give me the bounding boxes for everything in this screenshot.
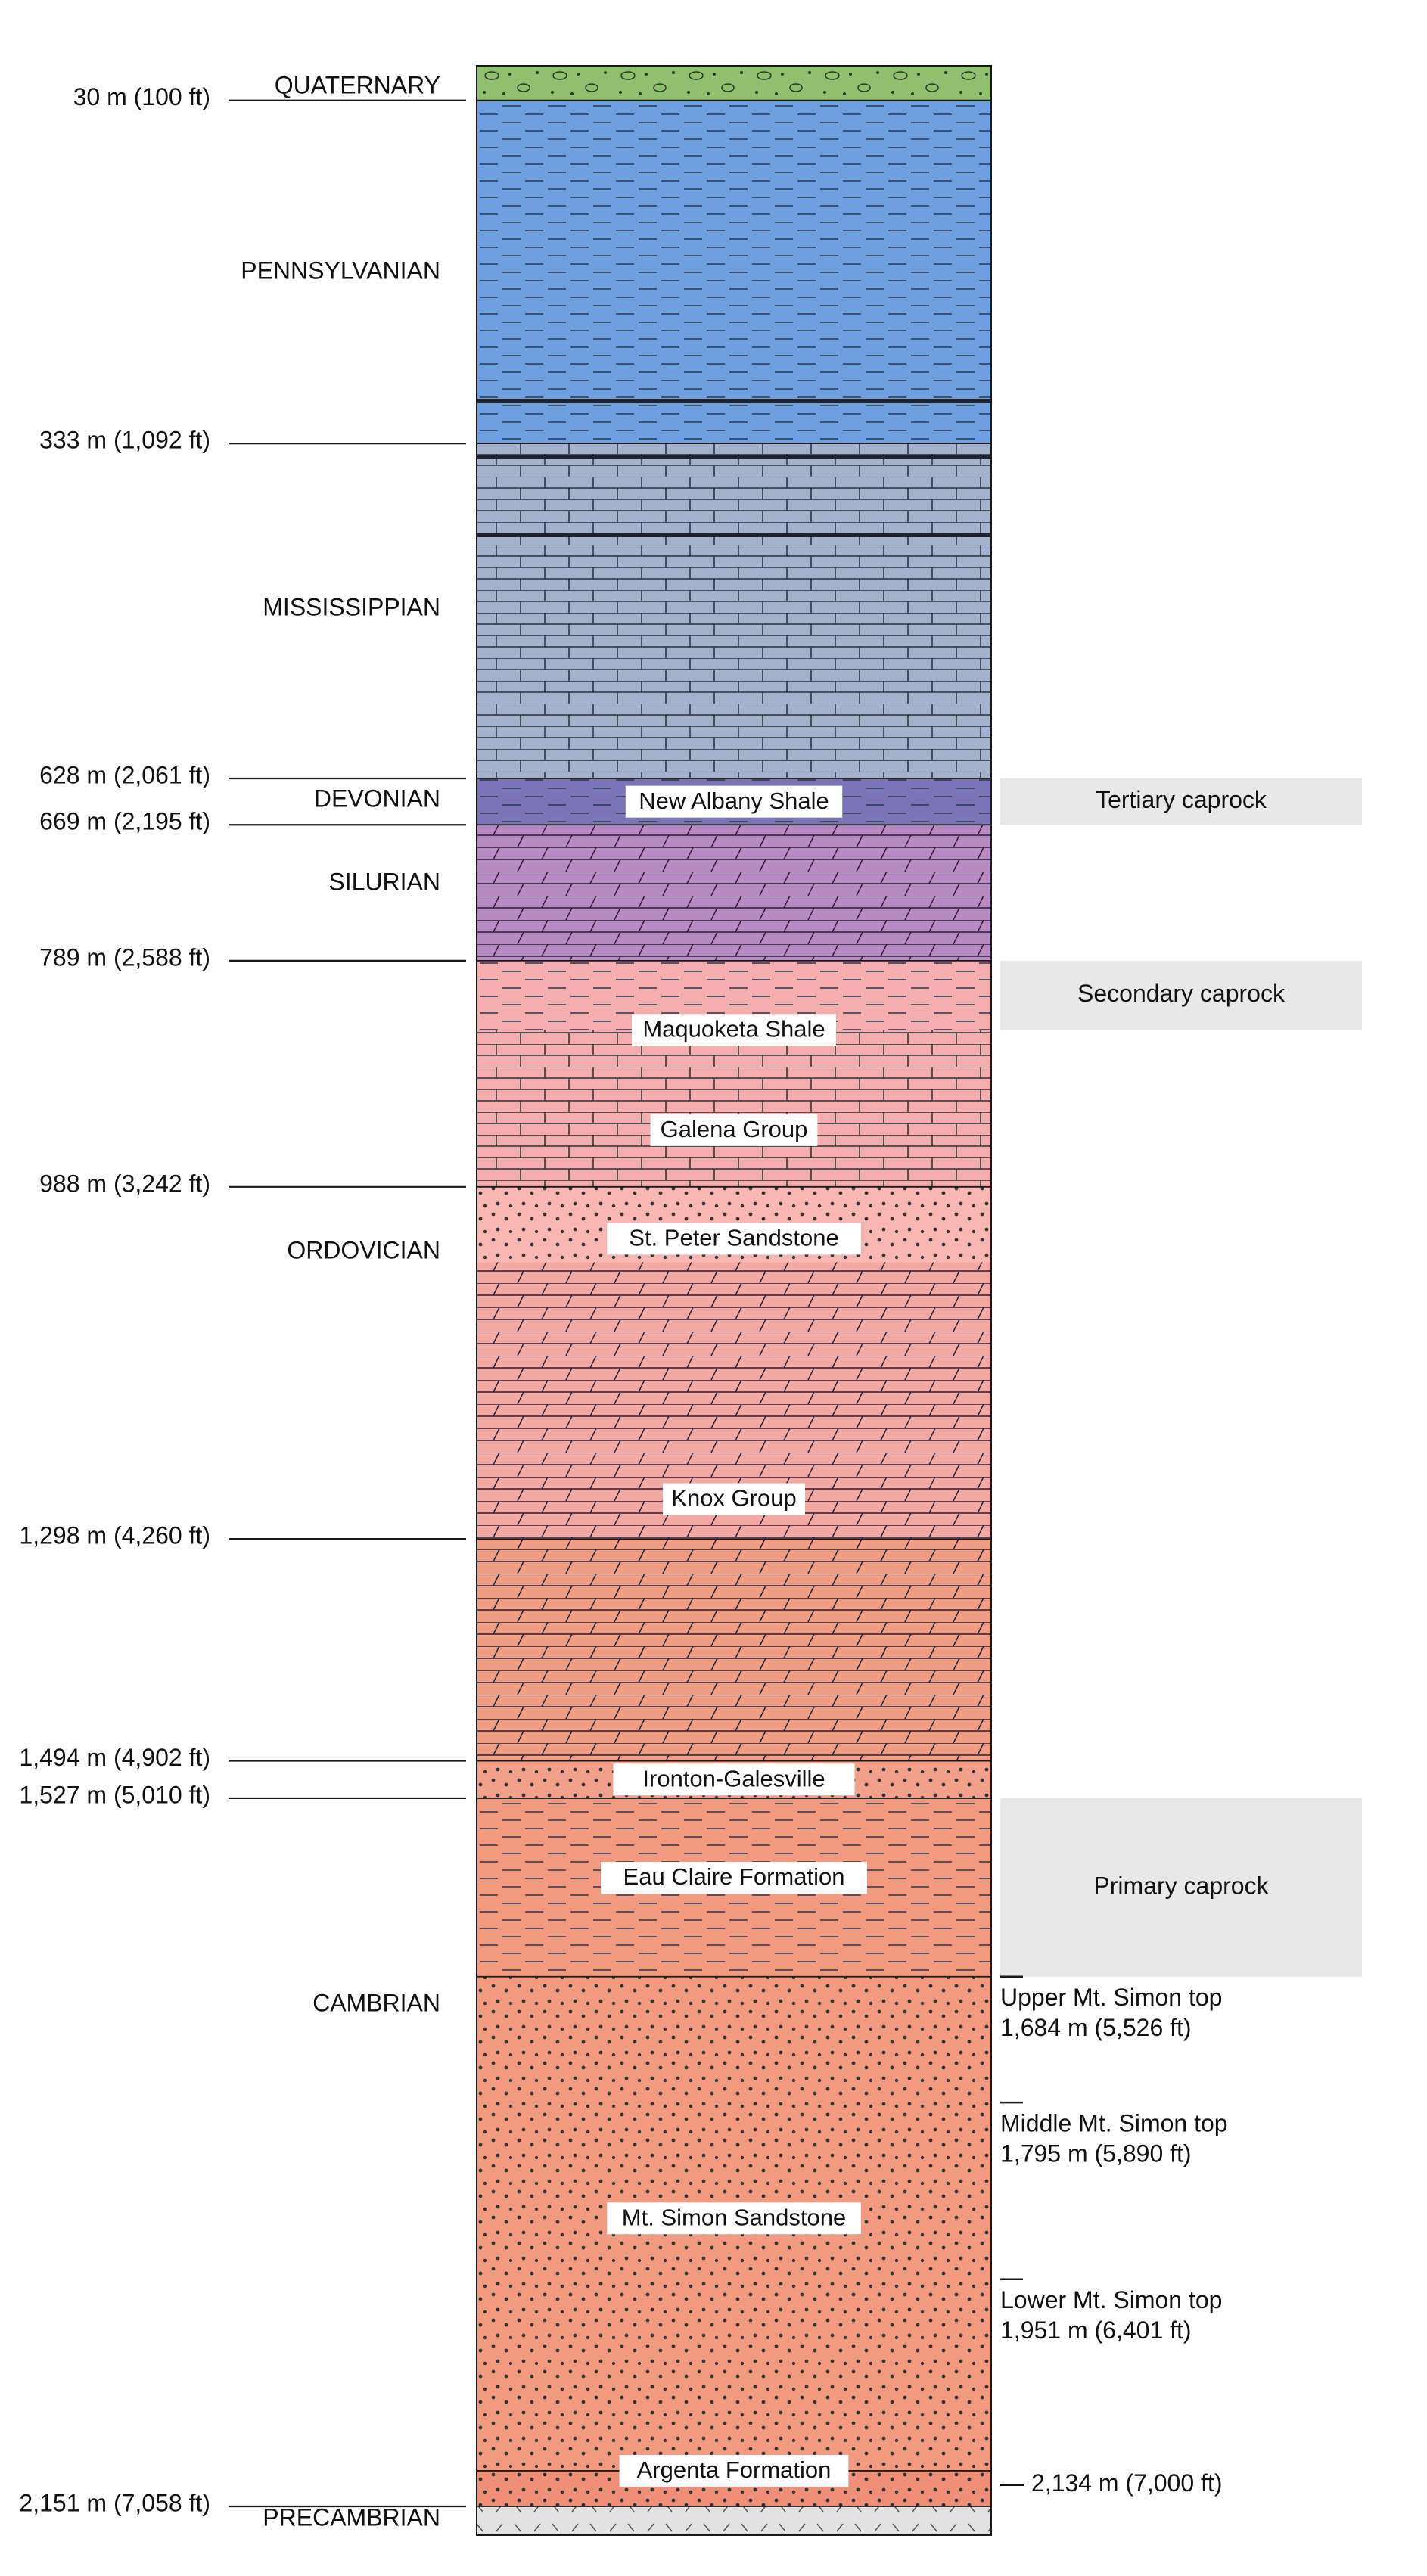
depth-label-d1092: 333 m (1,092 ft) xyxy=(39,427,210,454)
layer-pattern xyxy=(477,66,991,101)
coal-seam xyxy=(477,399,991,403)
formation-label-box xyxy=(625,785,843,818)
period-label-devonian: DEVONIAN xyxy=(314,785,440,812)
caprock-label-primary: Primary caprock xyxy=(1093,1872,1269,1899)
mt-simon-top-value-middle: 1,795 m (5,890 ft) xyxy=(1000,2140,1192,2167)
caprock-box-primary xyxy=(1000,1798,1362,1977)
layer-pattern xyxy=(477,443,991,779)
layer-pattern xyxy=(477,2506,991,2535)
coal-seam xyxy=(477,455,991,459)
depth-label-d100: 30 m (100 ft) xyxy=(73,83,210,110)
layer-pattern xyxy=(477,1030,991,1187)
column-outline xyxy=(476,65,992,2536)
formation-label-eau-claire: Eau Claire Formation xyxy=(623,1863,845,1890)
caprock-box-tertiary xyxy=(1000,778,1362,825)
formation-label-box xyxy=(607,2202,861,2235)
caprock-box-secondary xyxy=(1000,960,1362,1030)
depth-label-d4260: 1,298 m (4,260 ft) xyxy=(19,1522,210,1549)
depth-label-d2588: 789 m (2,588 ft) xyxy=(39,943,210,971)
formation-label-ironton: Ironton-Galesville xyxy=(642,1765,825,1791)
formation-label-knox: Knox Group xyxy=(671,1485,796,1512)
depth-label-d7058: 2,151 m (7,058 ft) xyxy=(19,2489,210,2516)
mt-simon-top-name-middle: Middle Mt. Simon top xyxy=(1000,2110,1228,2137)
formation-label-box xyxy=(607,1223,861,1255)
period-label-pennsylvanian: PENNSYLVANIAN xyxy=(241,256,440,284)
layer-pattern xyxy=(477,100,991,444)
mt-simon-top-value-upper: 1,684 m (5,526 ft) xyxy=(1000,2014,1192,2041)
formation-label-mt-simon: Mt. Simon Sandstone xyxy=(622,2204,846,2230)
mt-simon-top-name-upper: Upper Mt. Simon top xyxy=(1000,1984,1222,2011)
coal-seam xyxy=(477,533,991,537)
formation-label-new-albany: New Albany Shale xyxy=(639,788,829,814)
layer-pattern xyxy=(477,1539,991,1761)
mt-simon-top-name-lower: Lower Mt. Simon top xyxy=(1000,2286,1222,2313)
caprock-label-tertiary: Tertiary caprock xyxy=(1096,786,1267,813)
rock-layers xyxy=(477,66,1362,2535)
text-labels: 30 m (100 ft) 333 m (1,092 ft) 628 m (2,06… xyxy=(19,71,1286,2531)
formation-label-box xyxy=(619,2454,849,2487)
depth-label-d4902: 1,494 m (4,902 ft) xyxy=(19,1744,210,1771)
period-label-quaternary: QUATERNARY xyxy=(275,71,440,98)
boundary-lines xyxy=(229,65,1023,2536)
formation-label-box xyxy=(650,1114,818,1146)
layer-pattern xyxy=(477,825,991,961)
depth-label-d2061: 628 m (2,061 ft) xyxy=(39,761,210,788)
formation-label-box xyxy=(632,1014,836,1046)
caprock-label-secondary: Secondary caprock xyxy=(1077,980,1286,1007)
period-label-ordovician: ORDOVICIAN xyxy=(287,1236,440,1263)
formation-label-box xyxy=(613,1763,855,1796)
period-label-silurian: SILURIAN xyxy=(328,868,440,895)
formation-label-box xyxy=(663,1483,805,1515)
period-label-mississippian: MISSISSIPPIAN xyxy=(263,593,440,620)
formation-label-maquoketa: Maquoketa Shale xyxy=(642,1015,825,1042)
period-label-cambrian: CAMBRIAN xyxy=(312,1989,440,2016)
mt-simon-top-value-lower: 1,951 m (6,401 ft) xyxy=(1000,2317,1192,2344)
period-label-precambrian: PRECAMBRIAN xyxy=(263,2503,440,2531)
formation-label-argenta: Argenta Formation xyxy=(637,2456,832,2483)
formation-label-galena: Galena Group xyxy=(661,1116,808,1142)
depth-label-d2195: 669 m (2,195 ft) xyxy=(39,808,210,835)
depth-marker-7000ft: — 2,134 m (7,000 ft) xyxy=(1000,2469,1222,2497)
depth-label-d5010: 1,527 m (5,010 ft) xyxy=(19,1781,210,1808)
depth-label-d3242: 988 m (3,242 ft) xyxy=(39,1170,210,1197)
formation-label-box xyxy=(601,1862,867,1894)
formation-label-st-peter: St. Peter Sandstone xyxy=(629,1225,838,1251)
